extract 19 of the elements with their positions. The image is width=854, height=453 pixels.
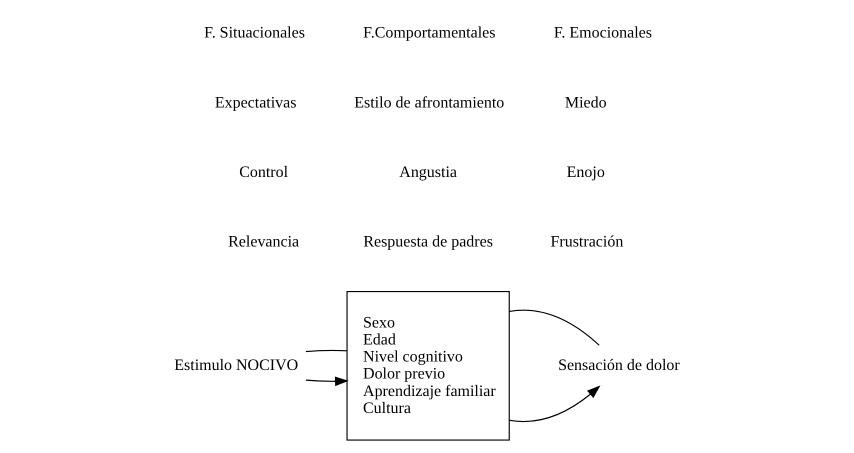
node-box: Sexo Edad Nivel cognitivo Dolor previo Aprendizaje familiar Cultura: [346, 291, 510, 441]
node-text: Estimulo NOCIVO: [174, 357, 298, 374]
label: Frustración: [550, 234, 624, 251]
node-text: Sensación de dolor: [558, 357, 680, 374]
label: Estilo de afrontamiento: [354, 94, 504, 112]
label: F.Comportamentales: [363, 24, 496, 42]
label: F. Situacionales: [204, 24, 305, 42]
connector: [306, 350, 348, 352]
label: Angustia: [399, 164, 457, 182]
label: Control: [239, 164, 288, 182]
label: Relevancia: [228, 234, 300, 251]
connector: [509, 310, 600, 346]
label: F. Emocionales: [554, 24, 652, 42]
arrow: [509, 385, 601, 422]
arrow: [306, 376, 349, 386]
label: Expectativas: [214, 94, 296, 112]
label: Enojo: [566, 164, 605, 182]
label: Respuesta de padres: [363, 234, 493, 251]
label: Miedo: [564, 94, 607, 112]
